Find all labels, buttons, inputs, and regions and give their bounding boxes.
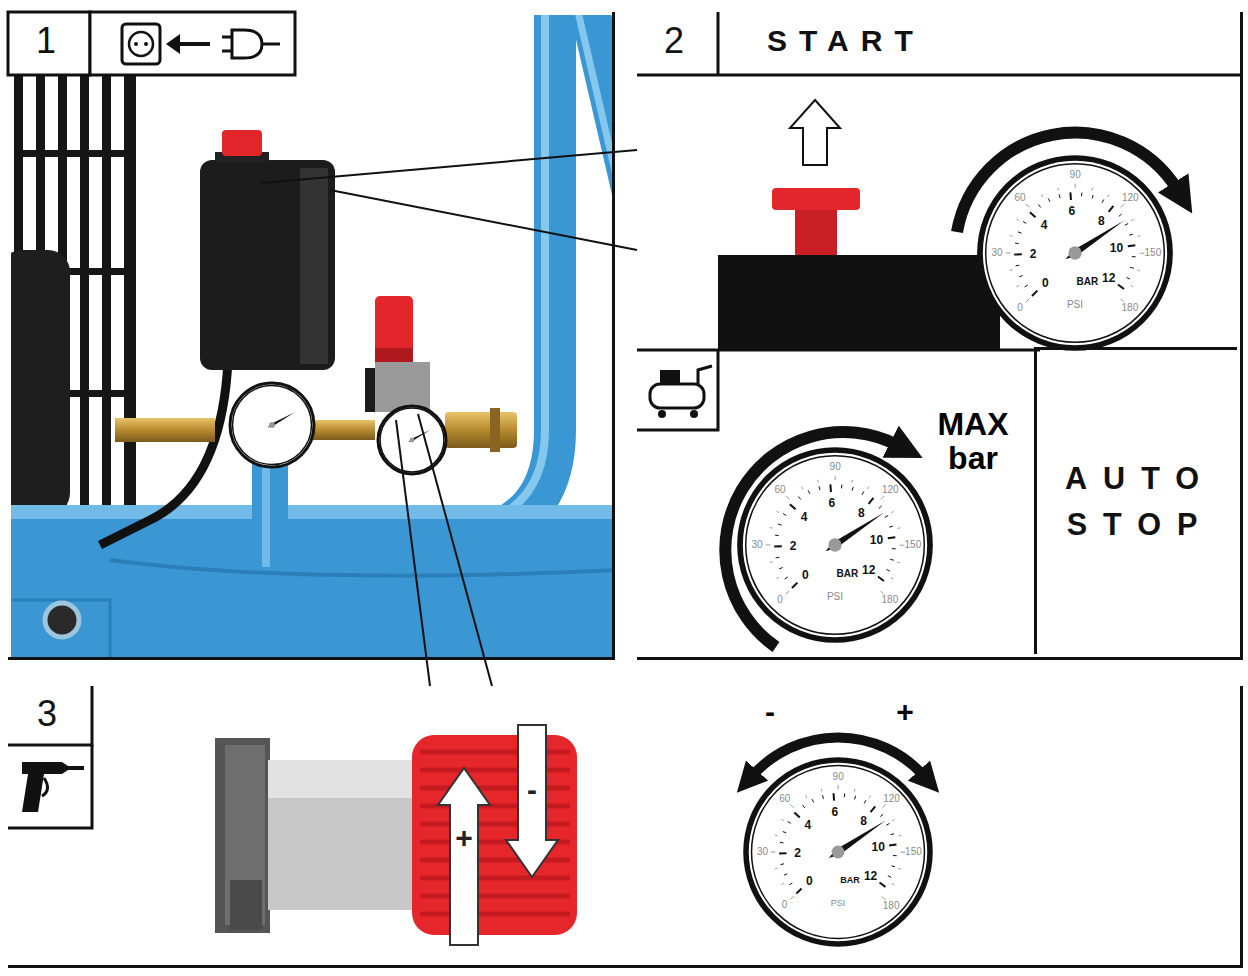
motor [11,250,70,515]
dial-number: 0 [802,569,809,581]
step-number: 1 [36,23,56,59]
step-number: 2 [664,23,684,59]
dial-number: 120 [882,485,899,495]
direction-sign: - [765,697,775,727]
pressure-gauge [980,158,1170,348]
unit-label: BAR [840,875,860,884]
post [252,455,288,567]
rotation-arrow [725,432,897,647]
dial-number: 120 [1122,193,1139,203]
unit-label: BAR [837,569,859,579]
dial-number: 6 [832,806,839,818]
direction-sign: + [455,823,473,853]
compressor-illustration [11,15,612,657]
unit-label: PSI [827,592,843,602]
switch-button [222,130,262,156]
step-panel: AUTO STOP 2 START [637,12,1243,660]
up-arrow [790,100,840,165]
dial-number: 150 [905,540,922,550]
dial-number: 12 [862,564,875,576]
dial-number: 12 [1102,272,1115,284]
dial-number: 180 [1122,303,1139,313]
pressure-gauge [378,406,446,474]
step-panel: 3 [8,686,1243,968]
dial-number: 0 [1017,303,1023,313]
dial-number: 12 [864,870,877,882]
dial-number: 180 [882,595,899,605]
direction-sign: + [896,697,914,727]
unit-label: BAR [1077,277,1099,287]
unit-label: PSI [1067,300,1083,310]
dial-number: 60 [1014,193,1025,203]
dial-number: 30 [752,540,763,550]
dial-number: 6 [828,497,835,509]
status-text: AUTO STOP [1043,456,1237,548]
dial-number: 10 [871,841,884,853]
compressor-icon [650,366,712,418]
dial-number: 8 [860,815,867,827]
dial-number: 4 [801,511,808,523]
rotation-arrow [957,133,1177,232]
brass-pipe [115,418,215,442]
dial-number: 4 [1041,219,1048,231]
cable [100,360,228,545]
dial-number: 60 [779,794,790,804]
dial-number: 150 [905,847,922,857]
dial-number: 0 [806,875,813,887]
dial-number: 30 [992,248,1003,258]
step-panel: 1 [8,12,615,660]
leader-line [262,150,637,686]
unit-label: PSI [831,898,846,907]
switch-housing [718,255,1000,350]
pressure-switch [200,160,335,370]
dial-number: 6 [1068,205,1075,217]
dial-number: 60 [774,485,785,495]
dial-number: 0 [782,900,788,910]
start-button [772,188,860,210]
plug-icon [122,24,280,64]
dial-number: 180 [883,901,900,911]
dial-number: 0 [777,595,783,605]
status-cell: AUTO STOP [1034,347,1237,654]
drain-hole [45,603,79,637]
dial-number: 10 [1110,242,1123,254]
callout-text: MAX bar [932,408,1014,475]
step-title: START [767,26,925,56]
adjust-arrow [753,737,923,775]
air-gun-icon [22,762,84,812]
dial-number: 90 [833,772,844,782]
dial-number: 4 [805,819,812,831]
dial-number: 90 [830,462,841,472]
regulator-knob [375,296,413,356]
dial-number: 120 [883,794,900,804]
dial-number: 150 [1145,248,1162,258]
dial-number: 2 [794,847,801,859]
outlet-coupling [445,412,517,448]
pressure-gauge [740,450,930,640]
regulator-knob [215,725,577,945]
dial-number: 90 [1070,170,1081,180]
dial-number: 2 [790,540,797,552]
tank-base [11,505,612,657]
dial-number: 8 [858,507,865,519]
dial-number: 10 [870,534,883,546]
step-number: 3 [37,696,57,732]
dial-number: 0 [1042,277,1049,289]
dial-number: 8 [1098,215,1105,227]
pressure-gauge [746,760,930,944]
pressure-gauge [230,383,314,467]
dial-number: 2 [1030,248,1037,260]
dial-number: 30 [757,847,768,857]
direction-sign: - [527,775,537,805]
regulator-body [375,362,430,412]
button-stem [795,206,837,258]
brass-pipe [310,420,375,440]
